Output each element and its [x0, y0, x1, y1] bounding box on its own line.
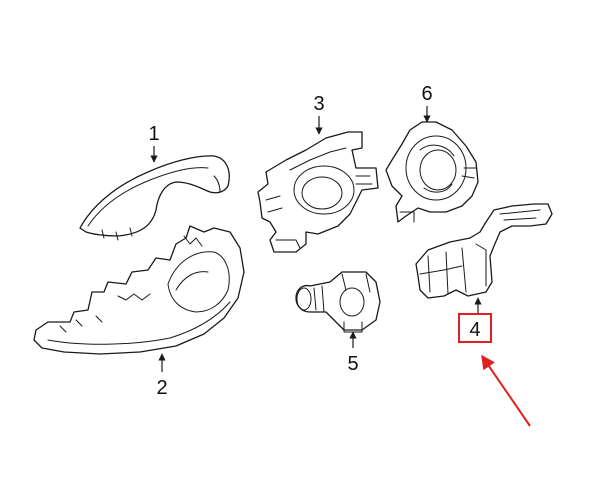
callout-label-3: 3: [313, 93, 324, 115]
part-4-multifunction-switch: [415, 203, 553, 299]
red-indicator-arrow: [481, 354, 531, 427]
part-2-lower-shroud: [33, 225, 245, 355]
callout-4-highlight-box: [458, 313, 492, 343]
part-6-clockspring: [385, 121, 479, 223]
callout-label-2: 2: [156, 377, 167, 399]
callout-label-1: 1: [148, 123, 159, 145]
callout-label-6: 6: [421, 83, 432, 105]
part-1-upper-shroud: [79, 155, 230, 241]
part-3-switch-housing: [257, 131, 379, 253]
callout-label-4: 4: [469, 319, 480, 341]
part-5-ignition-switch: [295, 271, 381, 333]
callout-label-5: 5: [347, 353, 358, 375]
